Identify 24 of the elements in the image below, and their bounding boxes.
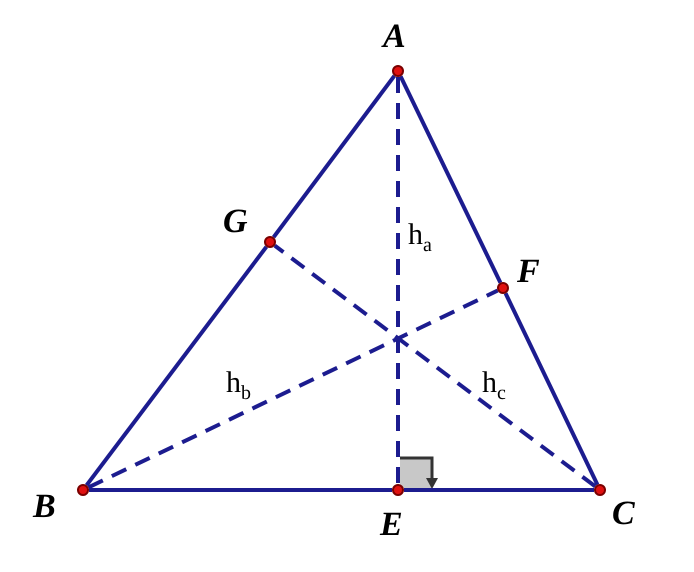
altitude-label: h$_{b}$ xyxy=(226,368,251,403)
point-dot xyxy=(392,484,404,496)
point-label: F xyxy=(517,255,540,289)
triangle-side xyxy=(89,488,392,492)
altitude-line xyxy=(88,288,498,490)
triangle-side xyxy=(272,74,396,238)
triangle-side xyxy=(85,246,268,486)
point-dot xyxy=(264,236,276,248)
point-label: C xyxy=(612,497,635,531)
altitude-line xyxy=(274,244,596,488)
point-dot xyxy=(594,484,606,496)
altitude-label: h$_{a}$ xyxy=(408,220,432,255)
triangle-side xyxy=(398,76,502,284)
triangle-side xyxy=(504,292,600,486)
point-label: A xyxy=(383,20,406,54)
point-dot xyxy=(497,282,509,294)
triangle-side xyxy=(404,488,594,492)
altitude-line xyxy=(396,77,400,484)
point-dot xyxy=(77,484,89,496)
point-label: G xyxy=(223,205,248,239)
point-dot xyxy=(392,65,404,77)
point-label: E xyxy=(380,508,403,542)
altitude-label: h$_{c}$ xyxy=(482,368,506,403)
point-label: B xyxy=(33,490,56,524)
